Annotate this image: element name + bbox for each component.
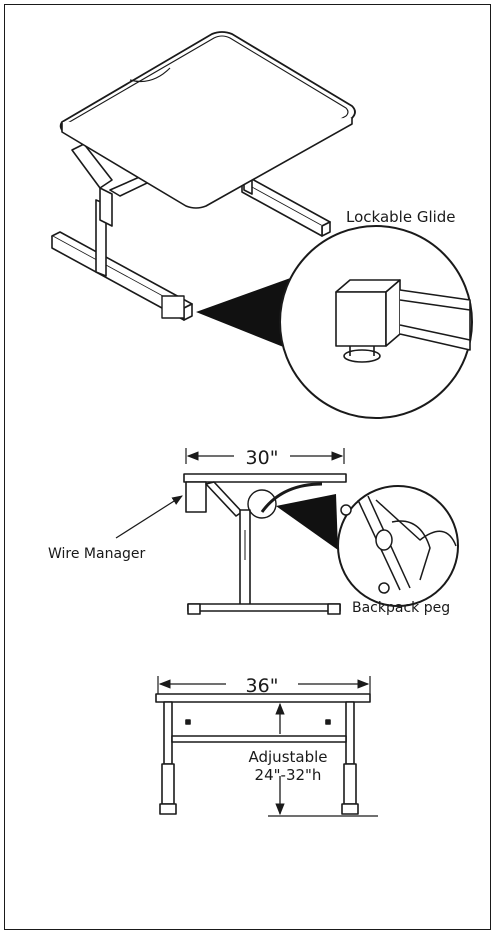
label-height-range: 24"-32"h bbox=[255, 766, 322, 784]
label-width-36: 36" bbox=[246, 675, 279, 697]
wire-manager-leader bbox=[115, 495, 183, 539]
side-view-desk bbox=[183, 448, 347, 615]
isometric-desk bbox=[51, 31, 356, 321]
label-backpack-peg: Backpack peg bbox=[352, 600, 450, 616]
peg-callout-wedge bbox=[276, 494, 338, 550]
glide-detail-magnifier bbox=[279, 225, 473, 419]
label-width-30: 30" bbox=[246, 447, 279, 469]
label-adjustable: Adjustable bbox=[249, 748, 328, 766]
front-view-desk bbox=[155, 676, 378, 817]
label-wire-manager: Wire Manager bbox=[48, 546, 146, 562]
diagram-frame bbox=[4, 4, 491, 930]
peg-detail-magnifier bbox=[337, 485, 459, 607]
desk-top bbox=[59, 31, 356, 209]
glide-callout-wedge bbox=[196, 276, 296, 352]
glide-highlight bbox=[161, 295, 185, 319]
label-lockable-glide: Lockable Glide bbox=[346, 208, 456, 226]
